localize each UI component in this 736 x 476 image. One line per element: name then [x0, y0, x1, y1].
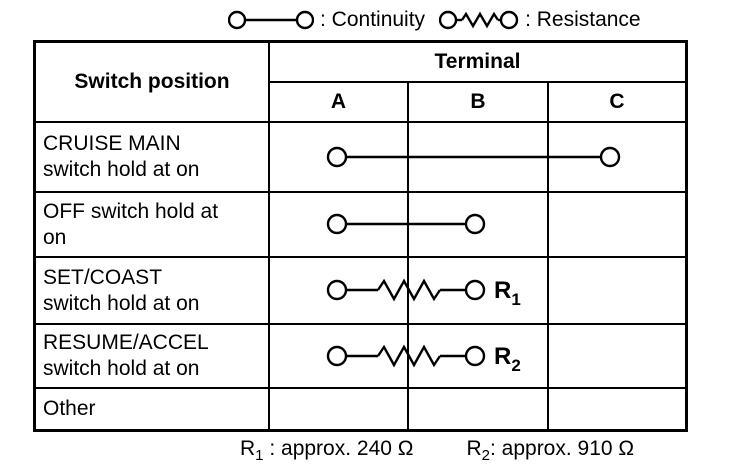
column-divider: [547, 193, 549, 256]
row-label-line: OFF switch hold at: [43, 199, 219, 223]
terminal-circle: [326, 279, 348, 301]
resistance-a-to-b-diagram: R2: [326, 343, 521, 375]
legend: : Continuity : Resistance: [228, 5, 641, 35]
terminal-diagram-resume-accel: R2: [268, 323, 685, 387]
row-label-line: switch hold at on: [43, 291, 200, 315]
column-divider: [407, 389, 409, 429]
row-label-line: SET/COAST: [43, 265, 163, 289]
column-divider: [547, 258, 549, 323]
resistance-symbol-icon: [439, 10, 519, 30]
note-r1: R1 : approx. 240 Ω: [240, 437, 414, 465]
header-terminal: Terminal: [268, 43, 685, 81]
terminal-diagram-off: [268, 191, 685, 256]
terminal-circle: [326, 146, 348, 168]
row-label-set-coast: SET/COAST switch hold at on: [36, 256, 268, 323]
resistor-label-r1: R1: [494, 277, 521, 309]
continuity-a-to-b-diagram: [326, 213, 486, 235]
row-label-line: CRUISE MAIN: [43, 132, 181, 155]
column-divider: [547, 389, 549, 429]
resistor-label-r2: R2: [494, 343, 521, 375]
note-r2: R2: approx. 910 Ω: [466, 437, 635, 465]
legend-continuity-label: : Continuity: [320, 8, 426, 31]
terminal-diagram-cruise-main: [268, 121, 685, 191]
terminal-circle: [326, 213, 348, 235]
row-label-resume-accel: RESUME/ACCEL switch hold at on: [36, 323, 268, 387]
continuity-a-to-c-diagram: [326, 146, 621, 168]
row-label-line: RESUME/ACCEL: [43, 331, 209, 354]
row-label-line: switch hold at on: [43, 357, 200, 380]
resistance-a-to-b-diagram: R1: [326, 277, 521, 309]
column-divider: [547, 325, 549, 387]
resistor-zigzag: [377, 344, 441, 368]
terminal-circle: [464, 345, 486, 367]
row-label-line: on: [43, 225, 67, 249]
row-label-line: Other: [43, 397, 96, 420]
header-terminal-c: C: [547, 81, 685, 121]
continuity-symbol-icon: [228, 10, 314, 30]
row-label-line: switch hold at on: [43, 158, 200, 181]
resistance-notes: R1 : approx. 240 Ω R2: approx. 910 Ω: [240, 437, 635, 465]
header-switch-position: Switch position: [74, 70, 230, 93]
resistor-zigzag: [377, 278, 441, 302]
terminal-diagram-set-coast: R1: [268, 256, 685, 323]
terminal-circle: [464, 213, 486, 235]
continuity-table: Switch position Terminal A B C CRUISE MA…: [33, 40, 688, 432]
terminal-circle: [464, 279, 486, 301]
row-label-other: Other: [36, 387, 268, 429]
terminal-circle: [599, 146, 621, 168]
header-terminal-b: B: [407, 81, 547, 121]
legend-resistance-label: : Resistance: [525, 8, 641, 31]
header-terminal-a: A: [268, 81, 407, 121]
terminal-diagram-other-empty: [268, 387, 685, 429]
terminal-circle: [326, 345, 348, 367]
row-label-cruise-main: CRUISE MAIN switch hold at on: [36, 121, 268, 191]
row-label-off: OFF switch hold at on: [36, 191, 268, 256]
